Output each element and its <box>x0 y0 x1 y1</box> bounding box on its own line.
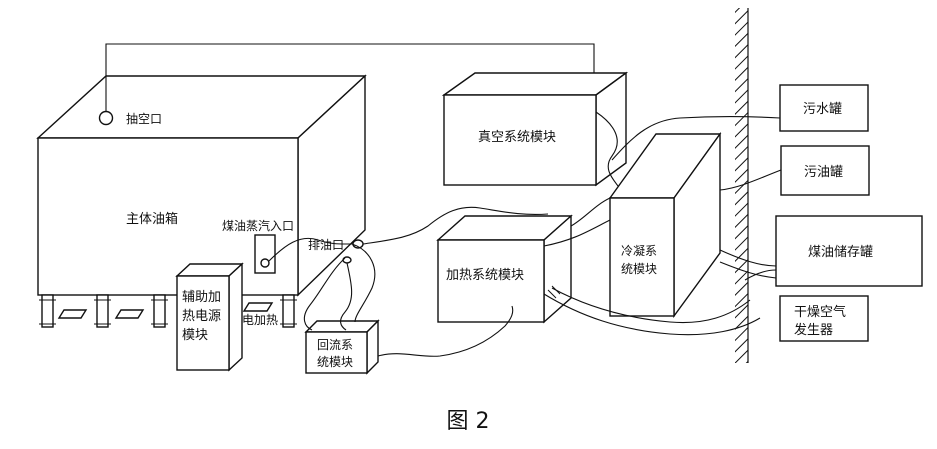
suction-port <box>98 110 114 126</box>
kerosene-storage-tank-label: 煤油储存罐 <box>808 245 873 260</box>
reflux-module-label-2: 统模块 <box>317 355 353 369</box>
aux-heating-power-label-2: 热电源 <box>182 309 221 324</box>
main-tank-label: 主体油箱 <box>126 211 178 227</box>
waste-oil-tank <box>780 145 870 196</box>
kerosene-vapor-inlet <box>254 234 276 274</box>
reflux-module-label-1: 回流系 <box>317 338 353 352</box>
sewage-tank <box>779 84 869 132</box>
heating-module-label: 加热系统模块 <box>446 268 524 283</box>
aux-heating-power-label-1: 辅助加 <box>182 290 221 305</box>
sewage-tank-label: 污水罐 <box>803 102 842 117</box>
pipes <box>268 111 782 357</box>
electric-heating-label: 电加热 <box>242 313 278 327</box>
vacuum-line <box>105 43 595 112</box>
electric-heater-pads <box>57 302 274 319</box>
main-tank <box>36 74 367 297</box>
aux-heating-power-label-3: 模块 <box>182 328 208 343</box>
heating-module <box>436 214 573 324</box>
kerosene-storage-tank <box>775 215 923 287</box>
vacuum-module <box>441 71 629 187</box>
dry-air-generator-label-2: 发生器 <box>794 322 833 338</box>
kerosene-vapor-inlet-label: 煤油蒸汽入口 <box>222 218 294 233</box>
condensing-module-label-1: 冷凝系 <box>621 243 657 258</box>
condensing-module-label-2: 统模块 <box>621 262 657 276</box>
tank-legs <box>39 294 297 328</box>
vacuum-module-label: 真空系统模块 <box>478 130 556 145</box>
dry-air-generator <box>779 295 869 342</box>
drain-port-label: 排油口 <box>308 238 344 252</box>
aux-heating-power-module <box>175 262 244 372</box>
pipe-marks <box>547 285 561 299</box>
figure-caption: 图 2 <box>447 409 490 434</box>
condensing-module <box>608 131 722 319</box>
waste-oil-tank-label: 污油罐 <box>804 165 843 180</box>
dry-air-generator-label-1: 干燥空气 <box>794 304 846 320</box>
reflux-module <box>304 319 380 375</box>
suction-port-label: 抽空口 <box>126 112 162 126</box>
